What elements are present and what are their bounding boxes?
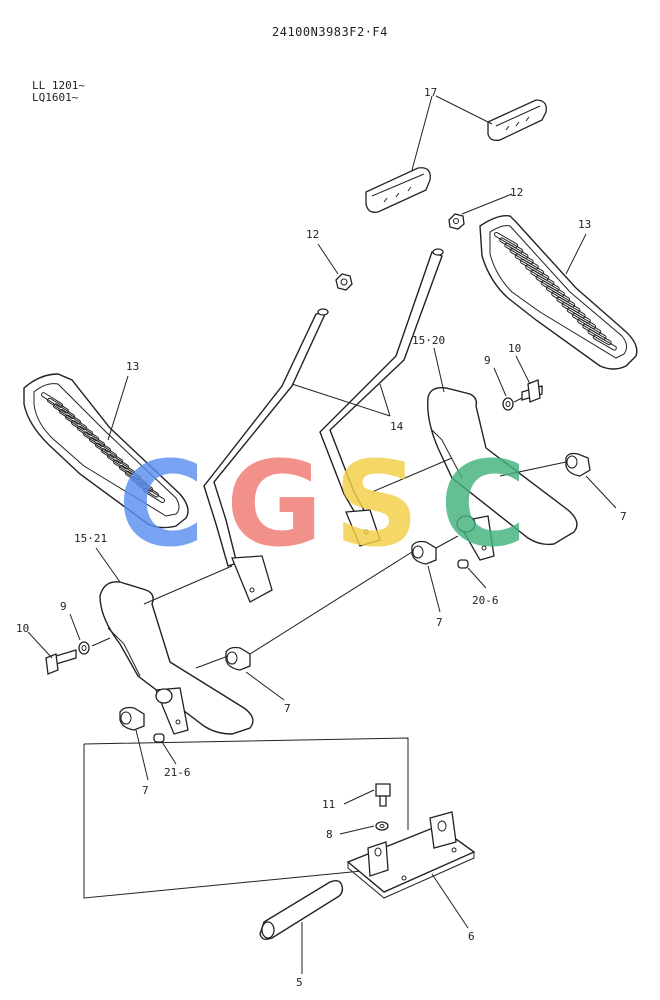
pedal-plate-right (479, 215, 638, 370)
callout-9-left: 9 (60, 600, 67, 613)
base-pin (259, 879, 344, 941)
callout-13-right: 13 (578, 218, 591, 231)
washer-left (78, 641, 90, 655)
pedal-rubber-pad-lower (365, 167, 431, 213)
callout-15-21: 15·21 (74, 532, 107, 545)
watermark-logo: C G S C (118, 435, 527, 573)
serial-range-1: LL 1201~ (32, 79, 85, 92)
watermark-letter-g: G (226, 435, 323, 573)
callout-7-right: 7 (620, 510, 627, 523)
watermark-letter-c1: C (118, 435, 205, 573)
bolt-right (521, 379, 543, 403)
pedal-rubber-pad-upper (487, 99, 547, 142)
watermark-letter-c2: C (440, 435, 527, 573)
callout-12-left: 12 (306, 228, 319, 241)
callout-12-right: 12 (510, 186, 523, 199)
callout-7-center: 7 (436, 616, 443, 629)
callout-8: 8 (326, 828, 333, 841)
callout-21-6: 21-6 (164, 766, 191, 779)
bushing-left-lower (119, 706, 145, 731)
callout-9-right: 9 (484, 354, 491, 367)
callout-15-20: 15·20 (412, 334, 445, 347)
callout-13-left: 13 (126, 360, 139, 373)
nut-left (335, 273, 353, 291)
callout-11: 11 (322, 798, 335, 811)
pedal-arm-right (427, 387, 578, 561)
base-bracket (346, 811, 476, 899)
callout-7-left-lower: 7 (142, 784, 149, 797)
spring-pin-right (457, 559, 469, 569)
bushing-right-upper (565, 452, 591, 477)
serial-range-2: LQ1601~ (32, 91, 79, 104)
pedal-groove (592, 334, 617, 351)
pedal-groove (143, 487, 165, 503)
callout-6: 6 (468, 930, 475, 943)
bolt-11 (375, 783, 391, 807)
callout-5: 5 (296, 976, 303, 989)
pedal-arm-left (99, 581, 254, 735)
nut-right (448, 213, 465, 230)
leader-lines (27, 95, 617, 974)
callout-20-6: 20-6 (472, 594, 499, 607)
base-frame-lines (83, 737, 409, 899)
bushing-center (411, 540, 437, 565)
callout-10-left: 10 (16, 622, 29, 635)
washer-8 (375, 821, 389, 831)
bushing-left-upper (225, 646, 251, 671)
callout-17: 17 (424, 86, 437, 99)
spring-pin-left (153, 733, 165, 743)
callout-7-left-upper: 7 (284, 702, 291, 715)
callout-10-right: 10 (508, 342, 521, 355)
shaft-lines (91, 397, 567, 669)
watermark-letter-s: S (334, 435, 419, 573)
drawing-code: 24100N3983F2·F4 (272, 25, 388, 39)
callout-14: 14 (390, 420, 404, 433)
bolt-left (45, 649, 77, 675)
washer-right (502, 397, 514, 411)
pedal-rod-right (319, 248, 444, 547)
pedal-rod-left (203, 308, 329, 603)
pedal-plate-left (23, 373, 189, 529)
